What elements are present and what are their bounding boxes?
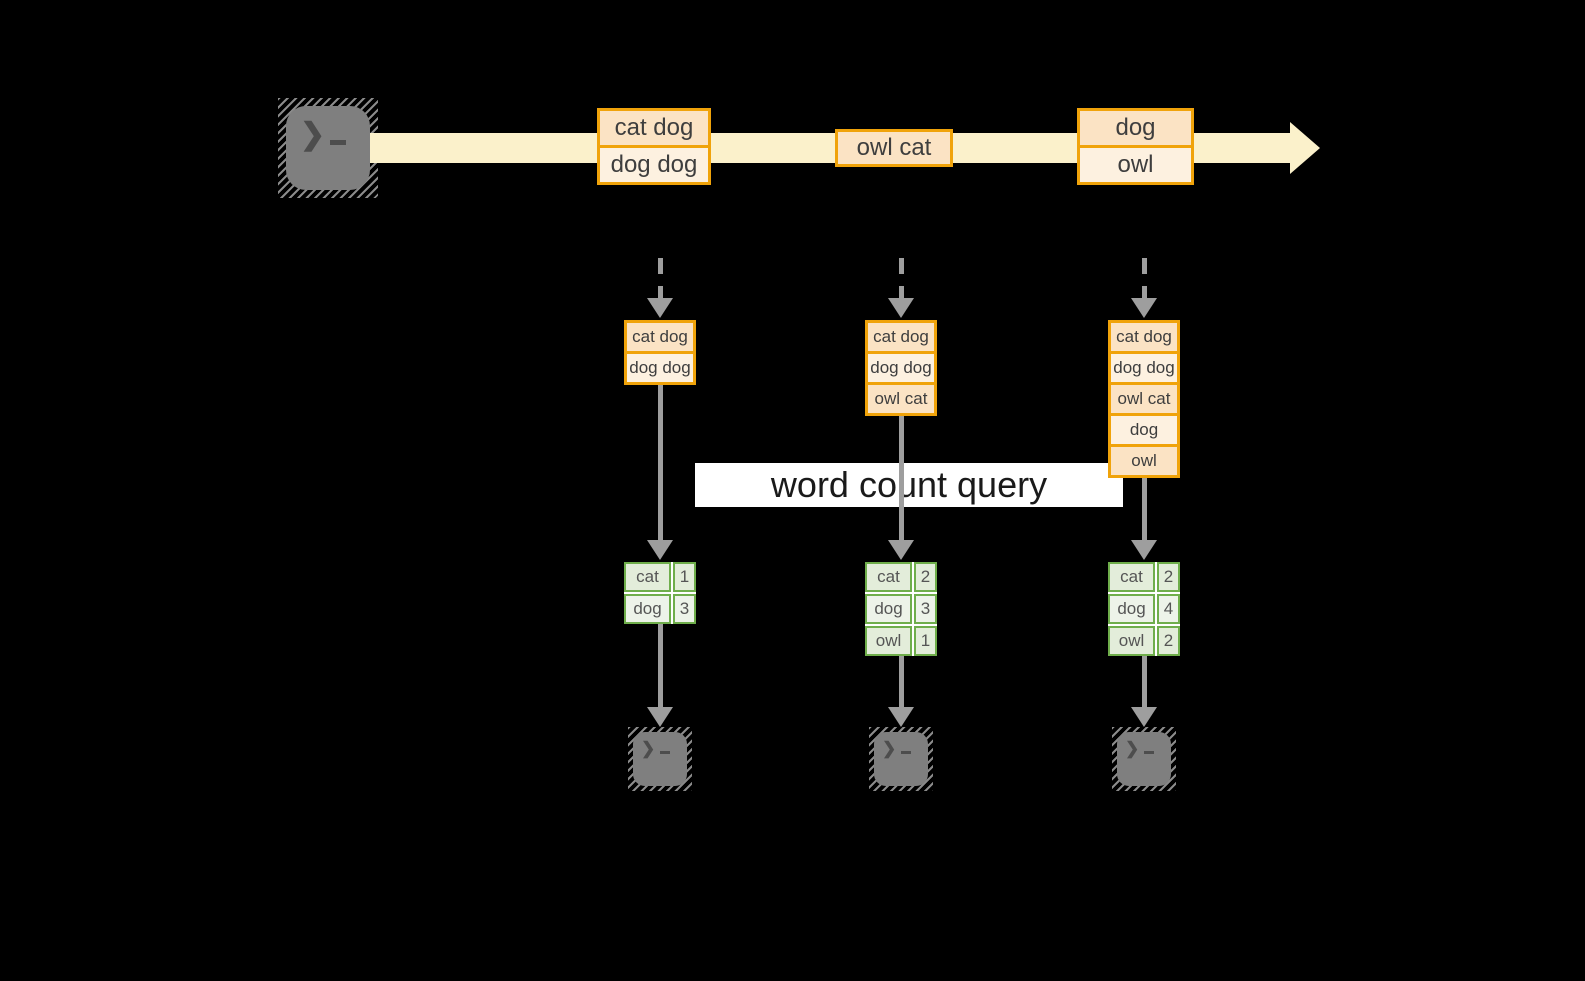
count-word: owl	[865, 626, 912, 656]
stream-event-line: owl	[1077, 145, 1194, 185]
stream-event-line: cat dog	[597, 108, 711, 148]
count-table-3: cat 2 dog 4 owl 2	[1108, 562, 1180, 656]
sink-terminal-icon-2: ❯	[869, 727, 933, 791]
terminal-screen: ❯	[874, 732, 928, 786]
output-arrowhead-3	[1131, 707, 1157, 727]
buffer-row: owl	[1108, 444, 1180, 478]
query-label-band: word count query	[695, 463, 1123, 507]
ingest-arrow-dashed-3	[1142, 258, 1147, 300]
buffer-row: dog dog	[624, 351, 696, 385]
sink-terminal-icon-3: ❯	[1112, 727, 1176, 791]
count-value: 1	[673, 562, 696, 592]
count-word: dog	[865, 594, 912, 624]
count-word: owl	[1108, 626, 1155, 656]
buffer-row: cat dog	[1108, 320, 1180, 354]
terminal-screen: ❯	[286, 106, 370, 190]
buffer-row: owl cat	[865, 382, 937, 416]
buffer-row: owl cat	[1108, 382, 1180, 416]
buffer-row: dog dog	[865, 351, 937, 385]
count-value: 2	[1157, 626, 1180, 656]
count-word: dog	[1108, 594, 1155, 624]
terminal-prompt-icon: ❯	[300, 120, 347, 150]
query-arrowhead-1	[647, 540, 673, 560]
terminal-screen: ❯	[1117, 732, 1171, 786]
terminal-prompt-icon: ❯	[882, 740, 912, 757]
count-table-1: cat 1 dog 3	[624, 562, 696, 624]
stream-event-line: dog dog	[597, 145, 711, 185]
count-value: 2	[1157, 562, 1180, 592]
count-value: 3	[673, 594, 696, 624]
stream-event-line: dog	[1077, 108, 1194, 148]
sink-terminal-icon-1: ❯	[628, 727, 692, 791]
stream-event-line: owl cat	[835, 129, 953, 167]
output-arrowhead-2	[888, 707, 914, 727]
query-arrow-3	[1142, 477, 1147, 540]
ingest-arrow-dashed-2	[899, 258, 904, 300]
terminal-prompt-icon: ❯	[641, 740, 671, 757]
stream-event-batch-1: cat dog dog dog	[597, 108, 711, 185]
query-arrowhead-2	[888, 540, 914, 560]
output-arrowhead-1	[647, 707, 673, 727]
query-arrow-1	[658, 384, 663, 540]
ingest-arrowhead-1	[647, 298, 673, 318]
count-word: dog	[624, 594, 671, 624]
count-value: 2	[914, 562, 937, 592]
buffer-row: dog	[1108, 413, 1180, 447]
source-terminal-icon: ❯	[278, 98, 378, 198]
stream-event-batch-2: owl cat	[835, 129, 953, 167]
terminal-screen: ❯	[633, 732, 687, 786]
count-word: cat	[624, 562, 671, 592]
stream-event-batch-3: dog owl	[1077, 108, 1194, 185]
output-arrow-1	[658, 624, 663, 708]
buffer-row: dog dog	[1108, 351, 1180, 385]
count-table-2: cat 2 dog 3 owl 1	[865, 562, 937, 656]
count-value: 3	[914, 594, 937, 624]
count-word: cat	[1108, 562, 1155, 592]
stream-timeline-arrowhead-icon	[1290, 122, 1320, 174]
buffer-stack-1: cat dog dog dog	[624, 320, 696, 385]
count-word: cat	[865, 562, 912, 592]
buffer-stack-3: cat dog dog dog owl cat dog owl	[1108, 320, 1180, 478]
output-arrow-3	[1142, 656, 1147, 708]
terminal-prompt-icon: ❯	[1125, 740, 1155, 757]
buffer-stack-2: cat dog dog dog owl cat	[865, 320, 937, 416]
count-value: 4	[1157, 594, 1180, 624]
ingest-arrowhead-3	[1131, 298, 1157, 318]
buffer-row: cat dog	[624, 320, 696, 354]
output-arrow-2	[899, 656, 904, 708]
count-value: 1	[914, 626, 937, 656]
ingest-arrowhead-2	[888, 298, 914, 318]
buffer-row: cat dog	[865, 320, 937, 354]
query-arrowhead-3	[1131, 540, 1157, 560]
query-arrow-2	[899, 415, 904, 540]
ingest-arrow-dashed-1	[658, 258, 663, 300]
